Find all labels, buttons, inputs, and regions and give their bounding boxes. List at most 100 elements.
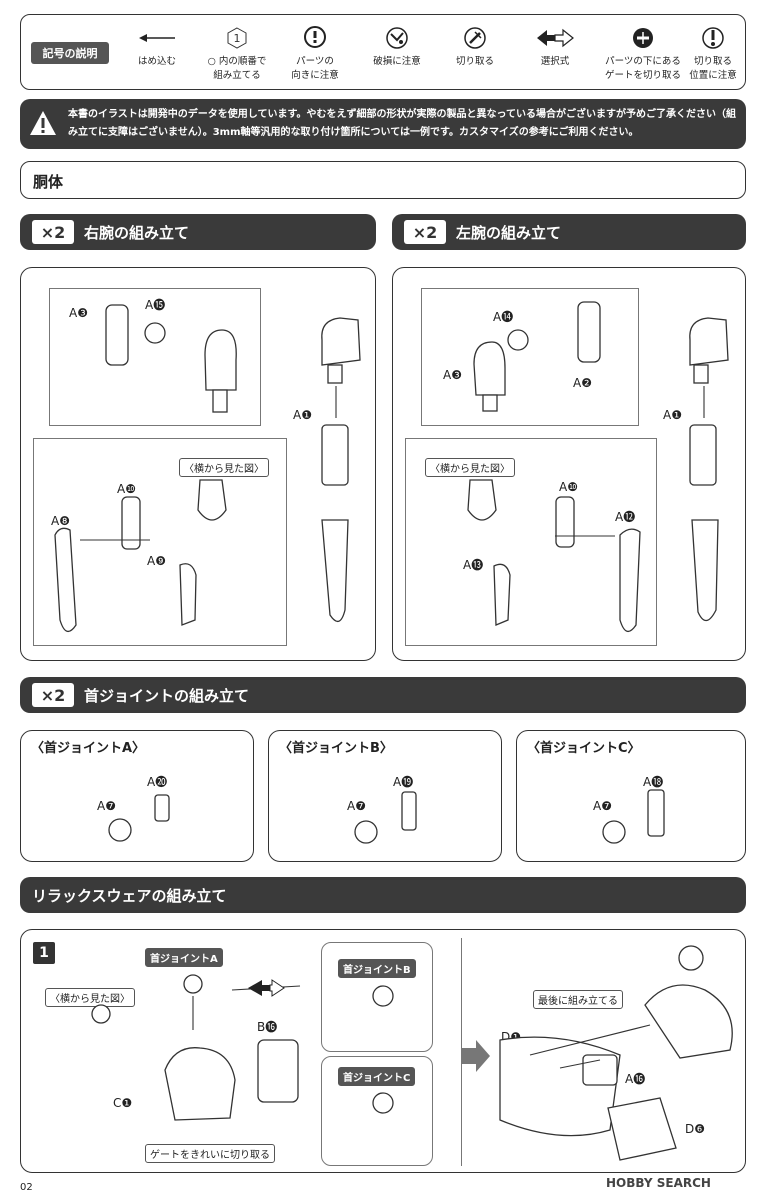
- legend-title: 記号の説明: [31, 42, 109, 64]
- part-a8-right: [54, 527, 77, 632]
- part-shoulder-peg: [327, 364, 343, 384]
- part-a1-left: [689, 424, 717, 486]
- part-shoulder-right: [321, 317, 361, 366]
- part-a10-right: [121, 496, 141, 550]
- cut-position-icon: [702, 27, 724, 49]
- right-arm-header: ×2 右腕の組み立て: [20, 214, 376, 250]
- part-label: D❻: [685, 1122, 705, 1136]
- neck-post-a: [154, 794, 170, 822]
- page-number: 02: [20, 1182, 33, 1193]
- bust-head-ball: [678, 945, 704, 971]
- neck-joint-a-panel: 〈首ジョイントA〉 A⓴ A❼: [20, 730, 254, 862]
- part-label: A❷: [573, 376, 592, 390]
- part-a16: [582, 1054, 618, 1086]
- part-forearm-left: [691, 519, 719, 622]
- side-view-part-left: [467, 479, 497, 521]
- part-a3-right: [105, 304, 129, 366]
- ball-joint-b: [354, 820, 378, 844]
- part-label: A❼: [97, 799, 116, 813]
- neck-joint-b-title: 〈首ジョイントB〉: [279, 741, 393, 756]
- side-view-callout: 〈横から見た図〉: [425, 458, 515, 477]
- part-label: A❿: [559, 480, 578, 494]
- side-view-callout: 〈横から見た図〉: [45, 988, 135, 1007]
- part-a3-peg: [482, 394, 498, 412]
- part-d6: [607, 1097, 677, 1161]
- side-view-callout: 〈横から見た図〉: [179, 458, 269, 477]
- joint-b-callout: 首ジョイントB: [338, 959, 416, 978]
- select-arrow: [248, 979, 285, 997]
- part-label: A❿: [117, 482, 136, 496]
- double-arrow-icon: [537, 28, 574, 48]
- part-label: A❽: [51, 514, 70, 528]
- gate-cut-icon: [633, 28, 653, 48]
- part-label: A⓬: [615, 510, 636, 524]
- part-forearm-right: [321, 519, 349, 622]
- joint-b-box: 首ジョイントB: [321, 942, 433, 1052]
- legend-item-select: 選択式: [515, 21, 595, 69]
- legend-item-fit: はめ込む: [117, 21, 197, 69]
- joint-a-callout: 首ジョイントA: [145, 948, 223, 967]
- part-label: A❸: [443, 368, 462, 382]
- damage-icon: [386, 27, 408, 49]
- left-arm-lower-subpanel: [405, 438, 657, 646]
- part-label: C❶: [113, 1096, 133, 1110]
- multiplier-badge: ×2: [32, 220, 74, 244]
- part-label: A⓲: [643, 775, 664, 789]
- part-label: A❸: [69, 306, 88, 320]
- part-label: A⓮: [493, 310, 514, 324]
- part-shoulder-peg: [693, 364, 709, 384]
- part-a10-left: [555, 496, 575, 548]
- warning-banner: 本書のイラストは開発中のデータを使用しています。やむをえず細部の形状が実際の製品…: [20, 99, 746, 149]
- section-torso: 胴体: [20, 161, 746, 199]
- section-title: 胴体: [33, 173, 64, 191]
- ball-joint-a: [108, 818, 132, 842]
- cut-icon: [464, 27, 486, 49]
- part-a9-right: [179, 563, 197, 626]
- legend-item-gate: パーツの下にある ゲートを切り取る: [595, 21, 691, 83]
- symbol-legend: 記号の説明 はめ込む 1 ○ 内の順番で 組み立てる パーツの 向きに注意 破損…: [20, 14, 746, 90]
- part-label: A⓭: [463, 558, 484, 572]
- legend-item-cut: 切り取る: [435, 21, 515, 69]
- left-arm-panel: 〈横から見た図〉 A⓮ A❸ A❷ A❶ A❿ A⓬ A⓭: [392, 267, 746, 661]
- part-label: A⓳: [393, 775, 414, 789]
- neck-post-b: [401, 791, 417, 831]
- gate-note: ゲートをきれいに切り取る: [145, 1144, 275, 1163]
- part-a1-right: [321, 424, 349, 486]
- side-view-part-right: [197, 479, 227, 521]
- relax-panel: 1 首ジョイントA 〈横から見た図〉 B⓰ C❶ ゲートをきれいに切り取る 首ジ…: [20, 929, 746, 1173]
- legend-item-direction: パーツの 向きに注意: [275, 21, 355, 83]
- part-b16-frame: [257, 1039, 299, 1103]
- part-c1-torso: [164, 1047, 236, 1121]
- joint-c-box: 首ジョイントC: [321, 1056, 433, 1166]
- warning-text: 本書のイラストは開発中のデータを使用しています。やむをえず細部の形状が実際の製品…: [68, 109, 736, 138]
- part-a2-left: [577, 301, 601, 363]
- step-number: 1: [33, 942, 55, 964]
- part-a14-left: [507, 329, 529, 351]
- left-arm-upper-subpanel: [421, 288, 639, 426]
- part-d1-top: [499, 1036, 621, 1137]
- part-label: A❾: [147, 554, 166, 568]
- part-label: A❼: [347, 799, 366, 813]
- neck-ball-main: [183, 974, 203, 994]
- bust-upper: [644, 984, 733, 1059]
- part-label: A❶: [663, 408, 682, 422]
- part-a2-peg: [212, 389, 228, 413]
- watermark: HOBBY SEARCH: [606, 1176, 711, 1190]
- part-a3-left: [473, 341, 506, 396]
- relax-title: リラックスウェアの組み立て: [32, 887, 227, 905]
- hexagon-step-icon: 1: [227, 27, 247, 49]
- ball-joint-c: [602, 820, 626, 844]
- next-step-arrow: [462, 1040, 490, 1072]
- part-label: A⓯: [145, 298, 166, 312]
- multiplier-badge: ×2: [404, 220, 446, 244]
- part-a15-right: [144, 322, 166, 344]
- part-label: B⓰: [257, 1020, 278, 1034]
- neck-ball-b: [372, 985, 394, 1007]
- neck-ball-side: [91, 1004, 111, 1024]
- part-label: A❼: [593, 799, 612, 813]
- legend-item-order: 1 ○ 内の順番で 組み立てる: [197, 21, 277, 83]
- arrow-left-icon: [139, 34, 175, 42]
- joint-c-callout: 首ジョイントC: [338, 1067, 416, 1086]
- neck-joint-c-title: 〈首ジョイントC〉: [527, 741, 641, 756]
- neck-joint-b-panel: 〈首ジョイントB〉 A⓳ A❼: [268, 730, 502, 862]
